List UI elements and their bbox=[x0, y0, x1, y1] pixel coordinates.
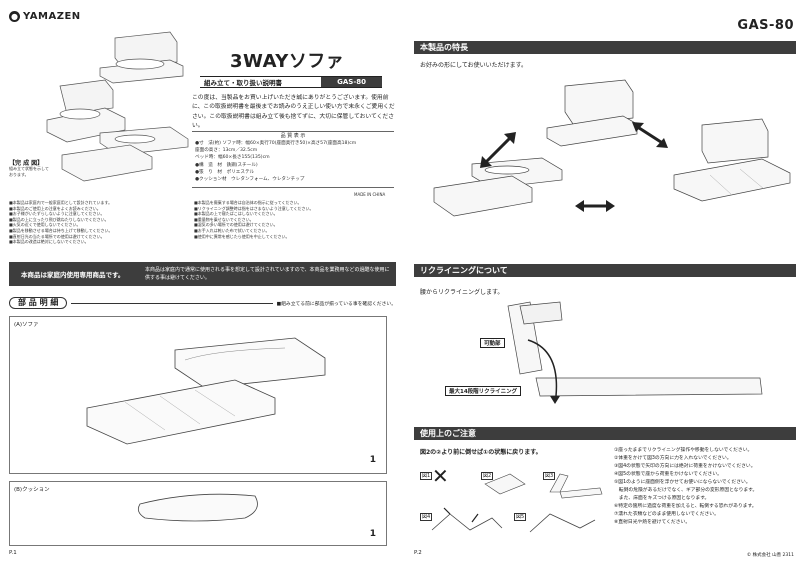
home-use-text: 本商品は家庭内で通常に使用される事を想定して設計されていますので、本商品を業務用… bbox=[145, 267, 390, 281]
spec-item: ●寸 法(約) ソファ時：幅60×奥行70(座面奥行き50)×高さ57(座面高1… bbox=[195, 141, 357, 146]
notes-right-item: ■湿気の多い場所での使用は避けてください。 bbox=[194, 222, 278, 228]
parts-title: 部 品 明 細 bbox=[9, 297, 68, 309]
spec-item: 座面の高さ：13cm／32.5cm bbox=[195, 148, 258, 154]
caution-item: ⑧直射日光や熱を避けてください。 bbox=[614, 520, 691, 525]
fig-4-label: 図4 bbox=[420, 513, 433, 521]
part-a-label: (A)ソファ bbox=[14, 322, 39, 328]
notes-right-item: ■使用中に異常を感じたら使用を中止してください。 bbox=[194, 233, 290, 239]
intro-text: この度は、当製品をお買い上げいただき誠にありがとうございます。使用前に、この取扱… bbox=[192, 95, 395, 129]
sofa-illustration-flat bbox=[61, 126, 189, 182]
caution-item: ⑦濡れた衣類などのまま使用しないでください。 bbox=[614, 512, 719, 517]
completion-label: 【完 成 図】 bbox=[9, 160, 44, 167]
caution-item: また、床面をキズつける原因となります。 bbox=[614, 496, 710, 501]
page-title: 3WAYソファ bbox=[230, 51, 345, 72]
part-b-box: (B)クッション 1 bbox=[9, 481, 387, 546]
feature-sofa-reclined bbox=[673, 118, 791, 202]
caution-item: ⑤図1のように座面側を浮かせてお使いにならないでください。 bbox=[614, 480, 751, 485]
reclining-angle-label: 最大14段階リクライニング bbox=[445, 386, 522, 396]
notes-left-item: ■製品の上に立ったり飛び跳ねたりしないでください。 bbox=[9, 216, 109, 222]
spec-list: ●寸 法(約) ソファ時：幅60×奥行70(座面奥行き50)×高さ57(座面高1… bbox=[192, 140, 394, 183]
reclining-text: 腰からリクライニングします。 bbox=[420, 289, 504, 296]
sofa-illustration-upright bbox=[99, 31, 184, 84]
parts-header: 部 品 明 細 ■組み立てる前に部品が揃っている事を確認ください。 bbox=[9, 297, 396, 309]
fig-3: 図3 bbox=[543, 462, 601, 498]
cushion-part-illustration bbox=[137, 493, 258, 522]
fig-1: 図1 ✕ bbox=[420, 462, 478, 498]
yamazen-logo-icon: ● bbox=[9, 11, 20, 22]
notes-right-item: ■リクライニング調整時は指をはさまないよう注意してください。 bbox=[194, 205, 314, 211]
brand-logo: ● YAMAZEN bbox=[9, 11, 81, 22]
notes-left-item: ■直射日光の当たる場所での使用は避けてください。 bbox=[9, 233, 105, 239]
notes-left: ■本製品は家庭内で一般家庭用として設計されています。■本製品のご使用上の注意をよ… bbox=[9, 200, 189, 245]
spec-item: ベッド時：幅60×長さ155(135)cm bbox=[195, 155, 270, 161]
fig-5-label: 図5 bbox=[514, 513, 527, 521]
reclining-header: リクライニングについて bbox=[414, 264, 796, 277]
parts-rule bbox=[71, 302, 273, 304]
page-number-left: P.1 bbox=[9, 550, 17, 556]
completion-note: 組み立て状態を示しております。 bbox=[9, 166, 49, 177]
double-arrow-icon bbox=[480, 132, 516, 168]
notes-right-item: ■お手入れは乾いた布で拭いてください。 bbox=[194, 227, 270, 233]
caution-title: 使用上のご注意 bbox=[420, 429, 476, 438]
fig-2-label: 図2 bbox=[481, 472, 494, 480]
part-b-label: (B)クッション bbox=[14, 487, 50, 493]
part-b-qty: 1 bbox=[369, 529, 376, 539]
double-arrow-icon bbox=[632, 122, 668, 148]
home-use-banner: 本商品は家庭内使用専用商品です。 本商品は家庭内で通常に使用される事を想定して設… bbox=[9, 262, 396, 286]
caution-text: 図2の②より前に倒せば①の状態に戻ります。 bbox=[420, 449, 542, 456]
features-text: お好みの形にしてお使いいただけます。 bbox=[420, 62, 528, 69]
spec-item: ●構 造 材 鉄鋼(スチール) bbox=[195, 162, 258, 168]
movable-part-label: 可動部 bbox=[480, 338, 505, 348]
part-a-qty: 1 bbox=[369, 455, 376, 465]
model-badge: GAS-80 bbox=[321, 77, 382, 87]
copyright: © 株式会社 山善 2311 bbox=[746, 553, 794, 558]
home-use-title: 本商品は家庭内使用専用商品です。 bbox=[21, 271, 125, 279]
caution-item: ⑥特定の箇所に過度な荷重を加えると、転倒する恐れがあります。 bbox=[614, 504, 757, 509]
features-title: 本製品の特長 bbox=[420, 43, 468, 52]
subtitle-row: 組み立て・取り扱い説明書 GAS-80 bbox=[200, 76, 382, 88]
notes-right: ■本製品を廃棄する場合は自治体の指示に従ってください。■リクライニング調整時は指… bbox=[194, 200, 394, 239]
spec-item: ●張 り 材 ポリエステル bbox=[195, 169, 255, 175]
fig-1-label: 図1 bbox=[420, 472, 433, 480]
made-in: MADE IN CHINA bbox=[354, 192, 386, 197]
feature-sofa-upright bbox=[546, 79, 638, 147]
notes-right-item: ■重量物を乗せないでください。 bbox=[194, 216, 254, 222]
fig-2: 図2 bbox=[481, 462, 539, 498]
double-arrow-icon bbox=[575, 200, 615, 212]
sofa-part-illustration bbox=[86, 337, 326, 445]
notes-left-item: ■製品を移動させる場合は持ち上げて移動してください。 bbox=[9, 227, 113, 233]
subtitle: 組み立て・取り扱い説明書 bbox=[204, 79, 282, 87]
caution-item: ④図5の状態で座から荷重をかけないでください。 bbox=[614, 472, 722, 477]
notes-left-item: ■お子様がいたずらしないように注意してください。 bbox=[9, 211, 105, 217]
caution-figures-illustration bbox=[431, 473, 603, 533]
caution-item: 転倒の危険があるだけでなく、ギア部分の変形原因となります。 bbox=[614, 488, 758, 493]
spec-item: ●クッション材 ウレタンフォーム、ウレタンチップ bbox=[195, 177, 305, 183]
reclining-diagram bbox=[507, 301, 763, 404]
spec-heading: 品 質 表 示 bbox=[280, 133, 306, 139]
caution-item: ③図4の状態で矢印の方向には絶対に荷重をかけないでください。 bbox=[614, 464, 756, 469]
caution-header: 使用上のご注意 bbox=[414, 427, 796, 440]
spec-box: 品 質 表 示 ●寸 法(約) ソファ時：幅60×奥行70(座面奥行き50)×高… bbox=[192, 131, 394, 188]
part-a-box: (A)ソファ 1 bbox=[9, 316, 387, 474]
caution-list: ①座ったままでリクライニング操作や移動をしないでください。 ②体重をかけて図3の方… bbox=[614, 447, 796, 527]
notes-right-item: ■本製品の上で寝たばこはしないでください。 bbox=[194, 211, 278, 217]
parts-note: ■組み立てる前に部品が揃っている事を確認ください。 bbox=[276, 301, 396, 307]
notes-right-item: ■本製品を廃棄する場合は自治体の指示に従ってください。 bbox=[194, 200, 302, 205]
features-header: 本製品の特長 bbox=[414, 41, 796, 54]
notes-left-item: ■本製品のご使用上の注意をよくお読みください。 bbox=[9, 205, 101, 211]
feature-sofa-flat bbox=[433, 157, 563, 217]
notes-left-item: ■本製品の改造は絶対にしないでください。 bbox=[9, 239, 89, 245]
caution-item: ②体重をかけて図3の方向に力を入れないでください。 bbox=[614, 456, 732, 461]
fig-4: 図4 bbox=[420, 503, 506, 543]
fig-3-label: 図3 bbox=[543, 472, 556, 480]
notes-left-item: ■火気の近くで使用しないでください。 bbox=[9, 222, 81, 228]
page-number-right: P.2 bbox=[414, 550, 422, 556]
caution-item: ①座ったままでリクライニング操作や移動をしないでください。 bbox=[614, 448, 753, 453]
reclining-title: リクライニングについて bbox=[420, 266, 508, 275]
prohibited-x-icon: ✕ bbox=[432, 464, 449, 488]
notes-left-item: ■本製品は家庭内で一般家庭用として設計されています。 bbox=[9, 200, 113, 205]
fig-5: 図5 bbox=[514, 503, 600, 543]
model-header: GAS-80 bbox=[737, 18, 794, 33]
